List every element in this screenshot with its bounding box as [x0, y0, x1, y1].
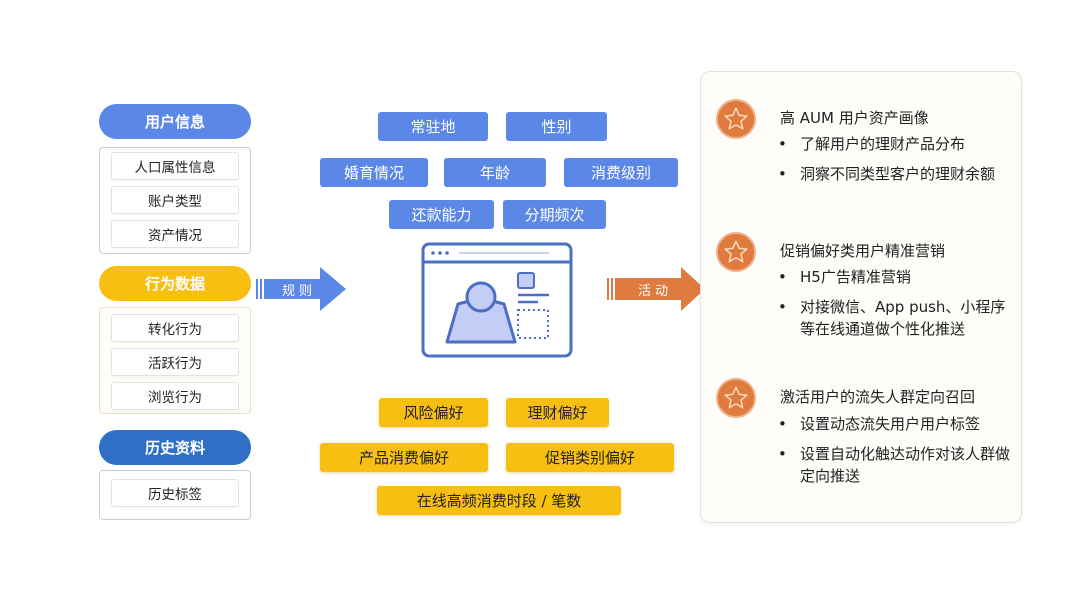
tag-age: 年龄 — [444, 158, 546, 187]
list-item: 转化行为 — [111, 314, 239, 342]
section-title: 促销偏好类用户精准营销 — [780, 242, 946, 260]
arrow-right-icon — [256, 267, 346, 311]
list-item: 活跃行为 — [111, 348, 239, 376]
bullet-text: 洞察不同类型客户的理财余额 — [800, 165, 996, 183]
rules-arrow: 规则 — [256, 265, 348, 313]
section-title: 激活用户的流失人群定向召回 — [780, 388, 976, 406]
tag-online-consumption-period: 在线高频消费时段 / 笔数 — [377, 486, 621, 515]
tag-installment: 分期频次 — [503, 200, 606, 229]
bullet-item: •对接微信、App push、小程序等在线通道做个性化推送 — [778, 296, 1010, 340]
arrow-right-icon — [607, 267, 705, 311]
tag-finance-preference: 理财偏好 — [506, 398, 609, 427]
list-item: 人口属性信息 — [111, 152, 239, 180]
bullet-item: •洞察不同类型客户的理财余额 — [778, 165, 996, 183]
list-item: 浏览行为 — [111, 382, 239, 410]
tag-promotion-category-preference: 促销类别偏好 — [506, 443, 674, 472]
activity-arrow: 活动 — [607, 265, 707, 313]
activity-panel — [700, 71, 1022, 523]
tag-marital: 婚育情况 — [320, 158, 428, 187]
group-behavior-data: 转化行为 活跃行为 浏览行为 — [99, 307, 251, 414]
activity-label: 活动 — [637, 284, 672, 299]
group-history: 历史标签 — [99, 470, 251, 520]
bullet-item: •H5广告精准营销 — [778, 268, 911, 286]
star-icon — [716, 232, 756, 272]
group-title-user-info: 用户信息 — [99, 104, 251, 139]
section-title: 高 AUM 用户资产画像 — [780, 109, 929, 127]
bullet-text: 对接微信、App push、小程序等在线通道做个性化推送 — [800, 298, 1006, 338]
tag-gender: 性别 — [506, 112, 607, 141]
star-icon — [716, 99, 756, 139]
bullet-item: •设置自动化触达动作对该人群做定向推送 — [778, 445, 1011, 485]
group-title-history: 历史资料 — [99, 430, 251, 465]
bullet-text: 设置自动化触达动作对该人群做定向推送 — [800, 445, 1011, 485]
bullet-item: •了解用户的理财产品分布 — [778, 135, 966, 153]
user-profile-window-icon — [421, 242, 573, 358]
list-item: 历史标签 — [111, 479, 239, 507]
bullet-text: 设置动态流失用户用户标签 — [800, 415, 981, 433]
group-title-behavior-data: 行为数据 — [99, 266, 251, 301]
bullet-item: •设置动态流失用户用户标签 — [778, 415, 981, 433]
group-user-info: 人口属性信息 账户类型 资产情况 — [99, 147, 251, 254]
tag-repayment: 还款能力 — [389, 200, 494, 229]
list-item: 账户类型 — [111, 186, 239, 214]
tag-product-consumption-preference: 产品消费偏好 — [320, 443, 488, 472]
tag-consumption-level: 消费级别 — [564, 158, 678, 187]
tag-residence: 常驻地 — [378, 112, 488, 141]
bullet-text: H5广告精准营销 — [800, 268, 911, 286]
rules-label: 规则 — [281, 284, 316, 299]
bullet-text: 了解用户的理财产品分布 — [800, 135, 966, 153]
tag-risk-preference: 风险偏好 — [379, 398, 488, 427]
star-icon — [716, 378, 756, 418]
list-item: 资产情况 — [111, 220, 239, 248]
